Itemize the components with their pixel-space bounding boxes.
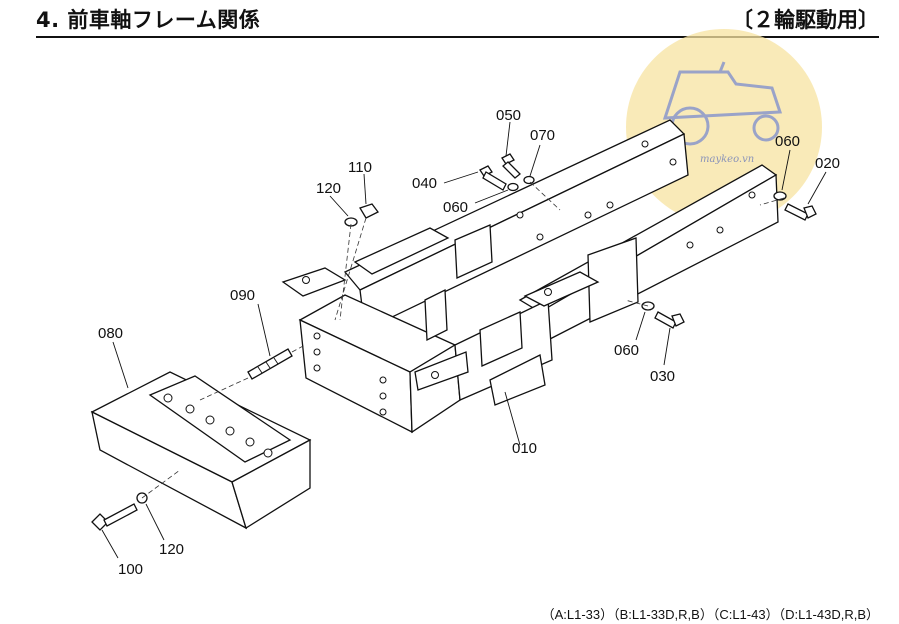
part-label-120-bottom: 120 [159,541,184,558]
header-rule [36,36,879,38]
part-label-080: 080 [98,325,123,342]
weight-bolt [91,503,138,531]
part-label-010: 010 [512,440,537,457]
leader-lines [101,121,827,559]
model-applicability-note: （A:L1-33）（B:L1-33D,R,B）（C:L1-43）（D:L1-43… [541,607,879,622]
top-nut [359,203,379,219]
front-axle-frame [281,119,779,434]
part-label-120-top: 120 [316,180,341,197]
part-label-030: 030 [650,368,675,385]
drive-variant-label: 〔２輪駆動用〕 [732,8,879,32]
assembly-lines [141,181,785,499]
page-title: 4. 前車軸フレーム関係 [36,8,261,32]
part-label-060-mid: 060 [614,342,639,359]
stud-bolt [247,348,293,380]
front-weight [90,371,312,530]
part-label-100: 100 [118,561,143,578]
watermark-text: maykeo.vn [700,154,754,165]
part-label-060-top: 060 [443,199,468,216]
part-label-050: 050 [496,107,521,124]
part-label-060-right: 060 [775,133,800,150]
upper-bolts [479,153,535,192]
part-label-070: 070 [530,127,555,144]
part-label-020: 020 [815,155,840,172]
part-label-090: 090 [230,287,255,304]
part-label-040: 040 [412,175,437,192]
side-bolts [641,191,817,329]
part-label-110: 110 [348,159,372,176]
